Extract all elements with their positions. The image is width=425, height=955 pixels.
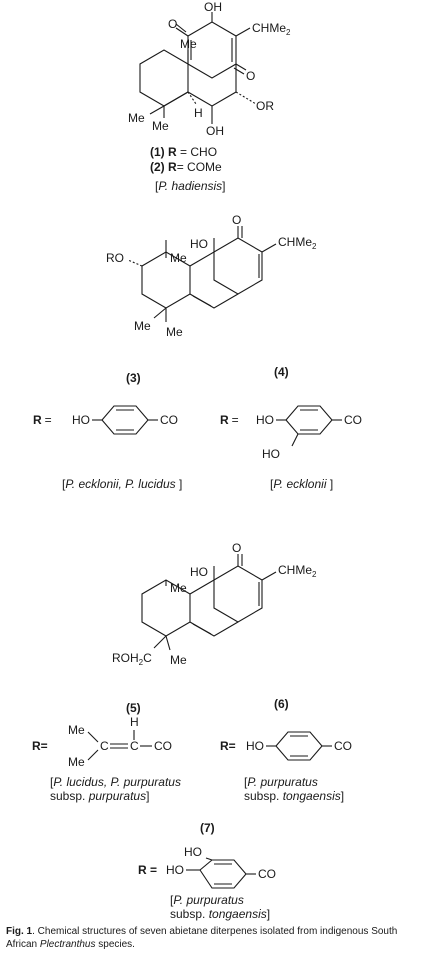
r5-c1: C (100, 739, 109, 753)
r-label-5: R= (32, 739, 48, 753)
hydroxyl-label: HO (190, 237, 208, 251)
r5-me2: Me (68, 755, 85, 769)
compound-3-number: (3) (126, 371, 141, 385)
compound-6-number: (6) (274, 697, 289, 711)
r4-ho2: HO (262, 447, 280, 461)
compound-1-label: (1) R = CHO (150, 145, 217, 159)
hydrogen-label: H (194, 106, 203, 120)
r3-ho: HO (72, 413, 90, 427)
methyl-left-label: Me (128, 111, 145, 125)
r-label-4: R= (220, 413, 239, 427)
or-label: OR (256, 99, 274, 113)
r7-co: CO (258, 867, 276, 881)
source-4: [P. ecklonii ] (270, 477, 333, 491)
source-7-line2: subsp. tongaensis] (170, 907, 270, 921)
compound-2-label: (2) R= COMe (150, 160, 222, 174)
methyl-label: Me (170, 581, 187, 595)
compound-7-number: (7) (200, 821, 215, 835)
methyl-a-label: Me (134, 319, 151, 333)
isopropyl-label: CHMe2 (278, 563, 317, 579)
source-6-line1: [P. purpuratus (244, 775, 318, 789)
ro-label: RO (106, 251, 124, 265)
r7-ho2: HO (166, 863, 184, 877)
isopropyl-label: CHMe2 (278, 235, 317, 251)
r6-co: CO (334, 739, 352, 753)
compound-4-number: (4) (274, 365, 289, 379)
carbonyl-o-label: O (168, 17, 177, 31)
r4-co: CO (344, 413, 362, 427)
compound-5-number: (5) (126, 701, 141, 715)
r-label-6: R= (220, 739, 236, 753)
structure-5-6: O HO CHMe2 Me ROH2C Me (5) (6) R= Me Me … (32, 541, 352, 803)
r-label-3: R= (33, 413, 52, 427)
carbonyl-o-label: O (232, 541, 241, 555)
r7-ho1: HO (184, 845, 202, 859)
source-6-line2: subsp. tongaensis] (244, 789, 344, 803)
r4-ho1: HO (256, 413, 274, 427)
structure-3-4: O HO CHMe2 RO Me Me Me (3) (4) R= HO CO … (33, 213, 362, 491)
structure-1-2: O OH CHMe2 O OR Me Me Me H OH (1) R = CH… (128, 0, 291, 193)
source-7-line1: [P. purpuratus (170, 893, 244, 907)
methyl-left2-label: Me (152, 119, 169, 133)
r-label-7: R = (138, 863, 157, 877)
methyl-label: Me (170, 251, 187, 265)
r5-c2: C (130, 739, 139, 753)
structure-7: (7) R = HO HO CO [P. purpuratus subsp. t… (138, 821, 276, 921)
figure-caption: Fig. 1. Chemical structures of seven abi… (6, 926, 398, 950)
r5-me1: Me (68, 723, 85, 737)
source-3: [P. ecklonii, P. lucidus ] (62, 477, 182, 491)
carbonyl-o-label: O (232, 213, 241, 227)
r5-h: H (130, 715, 139, 729)
hydroxyl-label: HO (190, 565, 208, 579)
source-5-line2: subsp. purpuratus] (50, 789, 149, 803)
source-5-line1: [P. lucidus, P. purpuratus (50, 775, 181, 789)
methyl-b-label: Me (166, 325, 183, 339)
isopropyl-label: CHMe2 (252, 21, 291, 37)
hydroxyl-label: OH (204, 0, 222, 14)
methyl-b-label: Me (170, 653, 187, 667)
r6-ho: HO (246, 739, 264, 753)
hydroxyl-bottom-label: OH (206, 124, 224, 138)
r5-co: CO (154, 739, 172, 753)
r3-co: CO (160, 413, 178, 427)
methyl-label: Me (180, 37, 197, 51)
carbonyl-o-right-label: O (246, 69, 255, 83)
roh2c-label: ROH2C (112, 651, 152, 667)
source-1-2: [P. hadiensis] (155, 179, 226, 193)
